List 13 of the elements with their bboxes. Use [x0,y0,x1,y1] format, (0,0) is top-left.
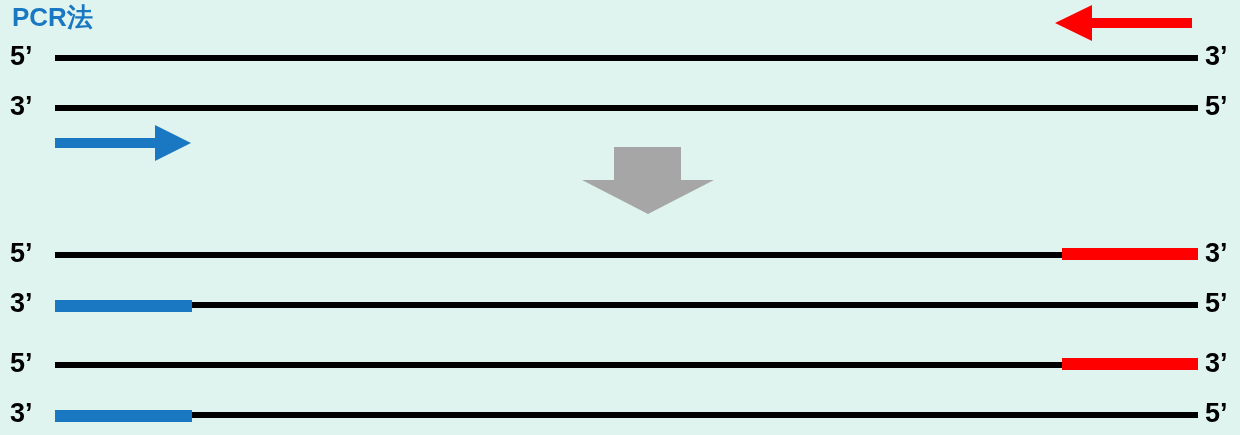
strand-end-label: 3’ [1205,348,1228,378]
title: PCR法 [12,2,93,32]
strand-end-label: 5’ [10,348,33,378]
strand-end-label: 3’ [10,91,33,121]
strand-end-label: 5’ [10,41,33,71]
strand-end-label: 5’ [1205,288,1228,318]
strand-end-label: 3’ [10,288,33,318]
strand-end-label: 5’ [1205,91,1228,121]
strand-end-label: 3’ [1205,41,1228,71]
strand-end-label: 5’ [1205,398,1228,428]
strand-end-label: 3’ [10,398,33,428]
strand-end-label: 3’ [1205,238,1228,268]
strand-end-label: 5’ [10,238,33,268]
